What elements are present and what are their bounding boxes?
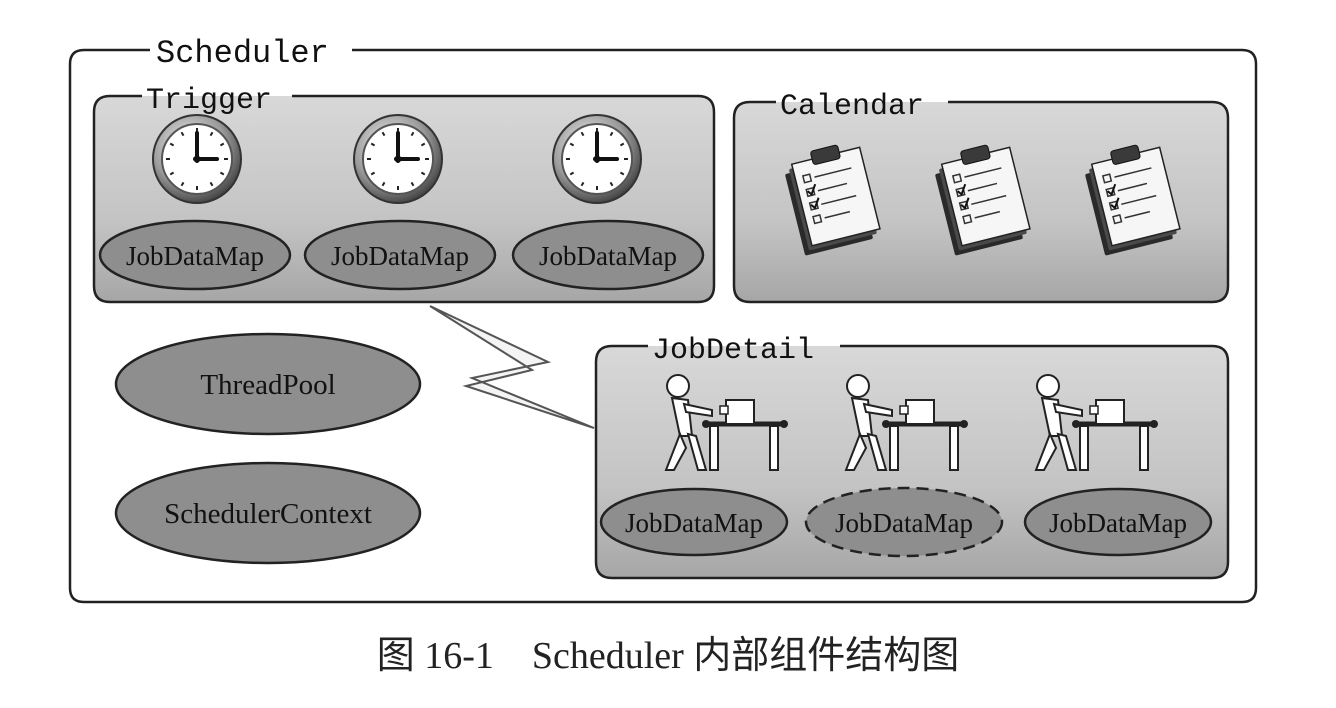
clock-icon [151, 113, 243, 205]
trigger-jobdatamap-3: JobDataMap [511, 219, 705, 291]
jobdetail-label: JobDetail [652, 334, 814, 368]
figure-caption: 图 16-1 Scheduler 内部组件结构图 [377, 635, 960, 677]
calendar-panel: Calendar [732, 90, 1230, 304]
threadpool-label: ThreadPool [200, 369, 335, 401]
clock-icon [551, 113, 643, 205]
trigger-jobdatamap-2: JobDataMap [303, 219, 497, 291]
lightning-connector [429, 305, 595, 429]
trigger-label: Trigger [146, 84, 272, 118]
trigger-panel: Trigger JobDataMap JobDataMap JobDataMap [92, 84, 716, 304]
threadpool-ellipse: ThreadPool [114, 332, 422, 436]
jobdatamap-label: JobDataMap [625, 508, 763, 538]
jobdetail-jobdatamap-3: JobDataMap [1023, 487, 1213, 557]
jobdetail-panel: JobDetail JobDataMap JobDataMap JobDataM… [594, 334, 1230, 580]
jobdetail-jobdatamap-2-dashed: JobDataMap [804, 486, 1004, 558]
scheduler-container: Scheduler [68, 35, 1258, 604]
trigger-jobdatamap-1: JobDataMap [98, 219, 292, 291]
calendar-label: Calendar [780, 90, 924, 124]
jobdatamap-label: JobDataMap [835, 508, 973, 538]
jobdetail-jobdatamap-1: JobDataMap [599, 487, 789, 557]
jobdatamap-label: JobDataMap [1049, 508, 1187, 538]
jobdatamap-label: JobDataMap [539, 241, 677, 271]
scheduler-label: Scheduler [156, 35, 329, 72]
jobdatamap-label: JobDataMap [331, 241, 469, 271]
schedulercontext-ellipse: SchedulerContext [114, 461, 422, 565]
schedulercontext-label: SchedulerContext [164, 498, 372, 530]
jobdatamap-label: JobDataMap [126, 241, 264, 271]
clock-icon [352, 113, 444, 205]
